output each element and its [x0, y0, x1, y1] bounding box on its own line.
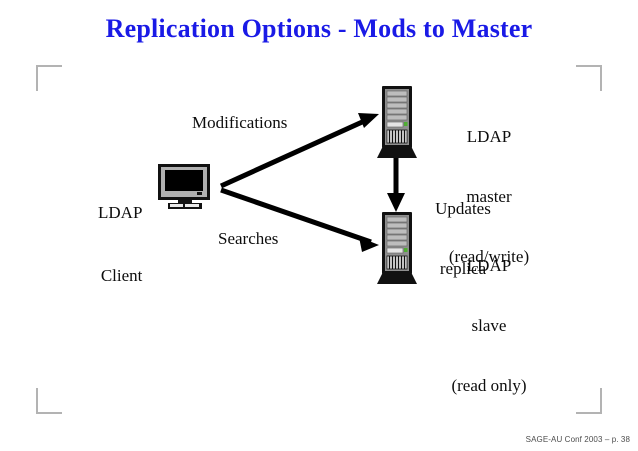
edge-label-updates-line2: replica: [439, 259, 487, 278]
node-label-master-line2: master: [466, 187, 512, 206]
node-label-master: LDAP master (read/write): [410, 87, 568, 307]
status-led-icon: [404, 122, 408, 126]
page-title: Replication Options - Mods to Master: [105, 14, 533, 43]
node-label-slave: LDAP slave (read only): [410, 216, 568, 436]
node-label-slave-line2: slave: [471, 316, 507, 335]
node-label-slave-line3: (read only): [451, 376, 527, 395]
slide-footer: SAGE-AU Conf 2003 – p. 38: [525, 435, 630, 444]
server-tower-icon: [377, 212, 417, 284]
crop-mark-top-right: [576, 65, 602, 91]
node-label-client-line1: LDAP: [98, 203, 143, 222]
edge-label-updates-line1: Updates: [435, 199, 491, 218]
node-label-master-line1: LDAP: [466, 127, 512, 146]
server-tower-icon-slave: [371, 210, 423, 289]
edge-label-modifications: Modifications: [192, 113, 288, 132]
crt-monitor-icon: [158, 164, 210, 209]
edge-label-searches: Searches: [218, 229, 279, 248]
crop-mark-bottom-right: [576, 388, 602, 414]
server-tower-icon: [377, 86, 417, 158]
node-label-client-line2: Client: [100, 266, 143, 285]
node-label-client: LDAP Client: [98, 160, 142, 328]
crop-mark-bottom-left: [36, 388, 62, 414]
node-label-slave-line1: LDAP: [466, 256, 512, 275]
crt-monitor-icon-client: [157, 164, 213, 215]
crop-mark-top-left: [36, 65, 62, 91]
server-tower-icon-master: [371, 84, 423, 163]
monitor-screen: [165, 170, 203, 191]
edge-label-updates-replica: Updates replica: [404, 159, 522, 319]
node-label-master-line3: (read/write): [448, 247, 530, 266]
status-led-icon: [404, 248, 408, 252]
